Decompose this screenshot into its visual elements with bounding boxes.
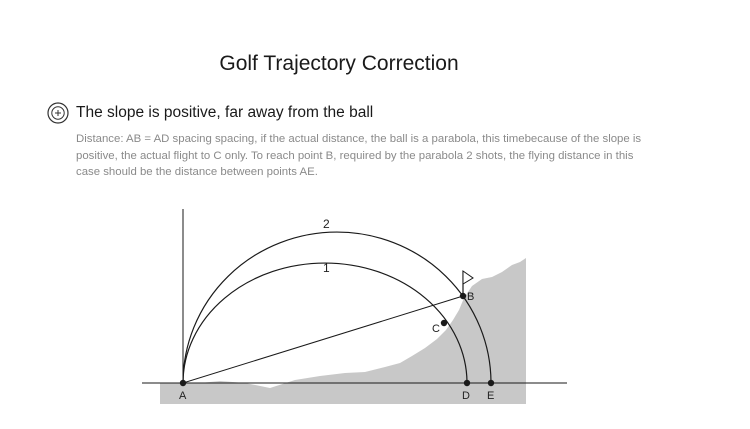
terrain-slope [160,258,526,404]
point-d [463,379,471,387]
trajectory-1-label: 1 [323,261,330,275]
point-b-label: B [467,291,474,303]
trajectory-2-label: 2 [323,217,330,231]
point-e-label: E [487,390,494,402]
point-a [179,379,187,387]
description-text: Distance: AB = AD spacing spacing, if th… [76,133,642,178]
point-d-label: D [462,390,470,402]
point-c [440,319,448,327]
plus-circle-icon [47,102,69,124]
point-c-label: C [432,323,440,335]
page-title: Golf Trajectory Correction [219,52,459,75]
trajectory-2 [182,231,492,384]
point-b [459,292,467,300]
section-heading: The slope is positive, far away from the… [76,104,374,121]
point-e [487,379,495,387]
flag-icon [462,270,474,296]
point-a-label: A [179,390,187,402]
line-a-b [182,295,464,384]
trajectory-1 [182,262,468,384]
